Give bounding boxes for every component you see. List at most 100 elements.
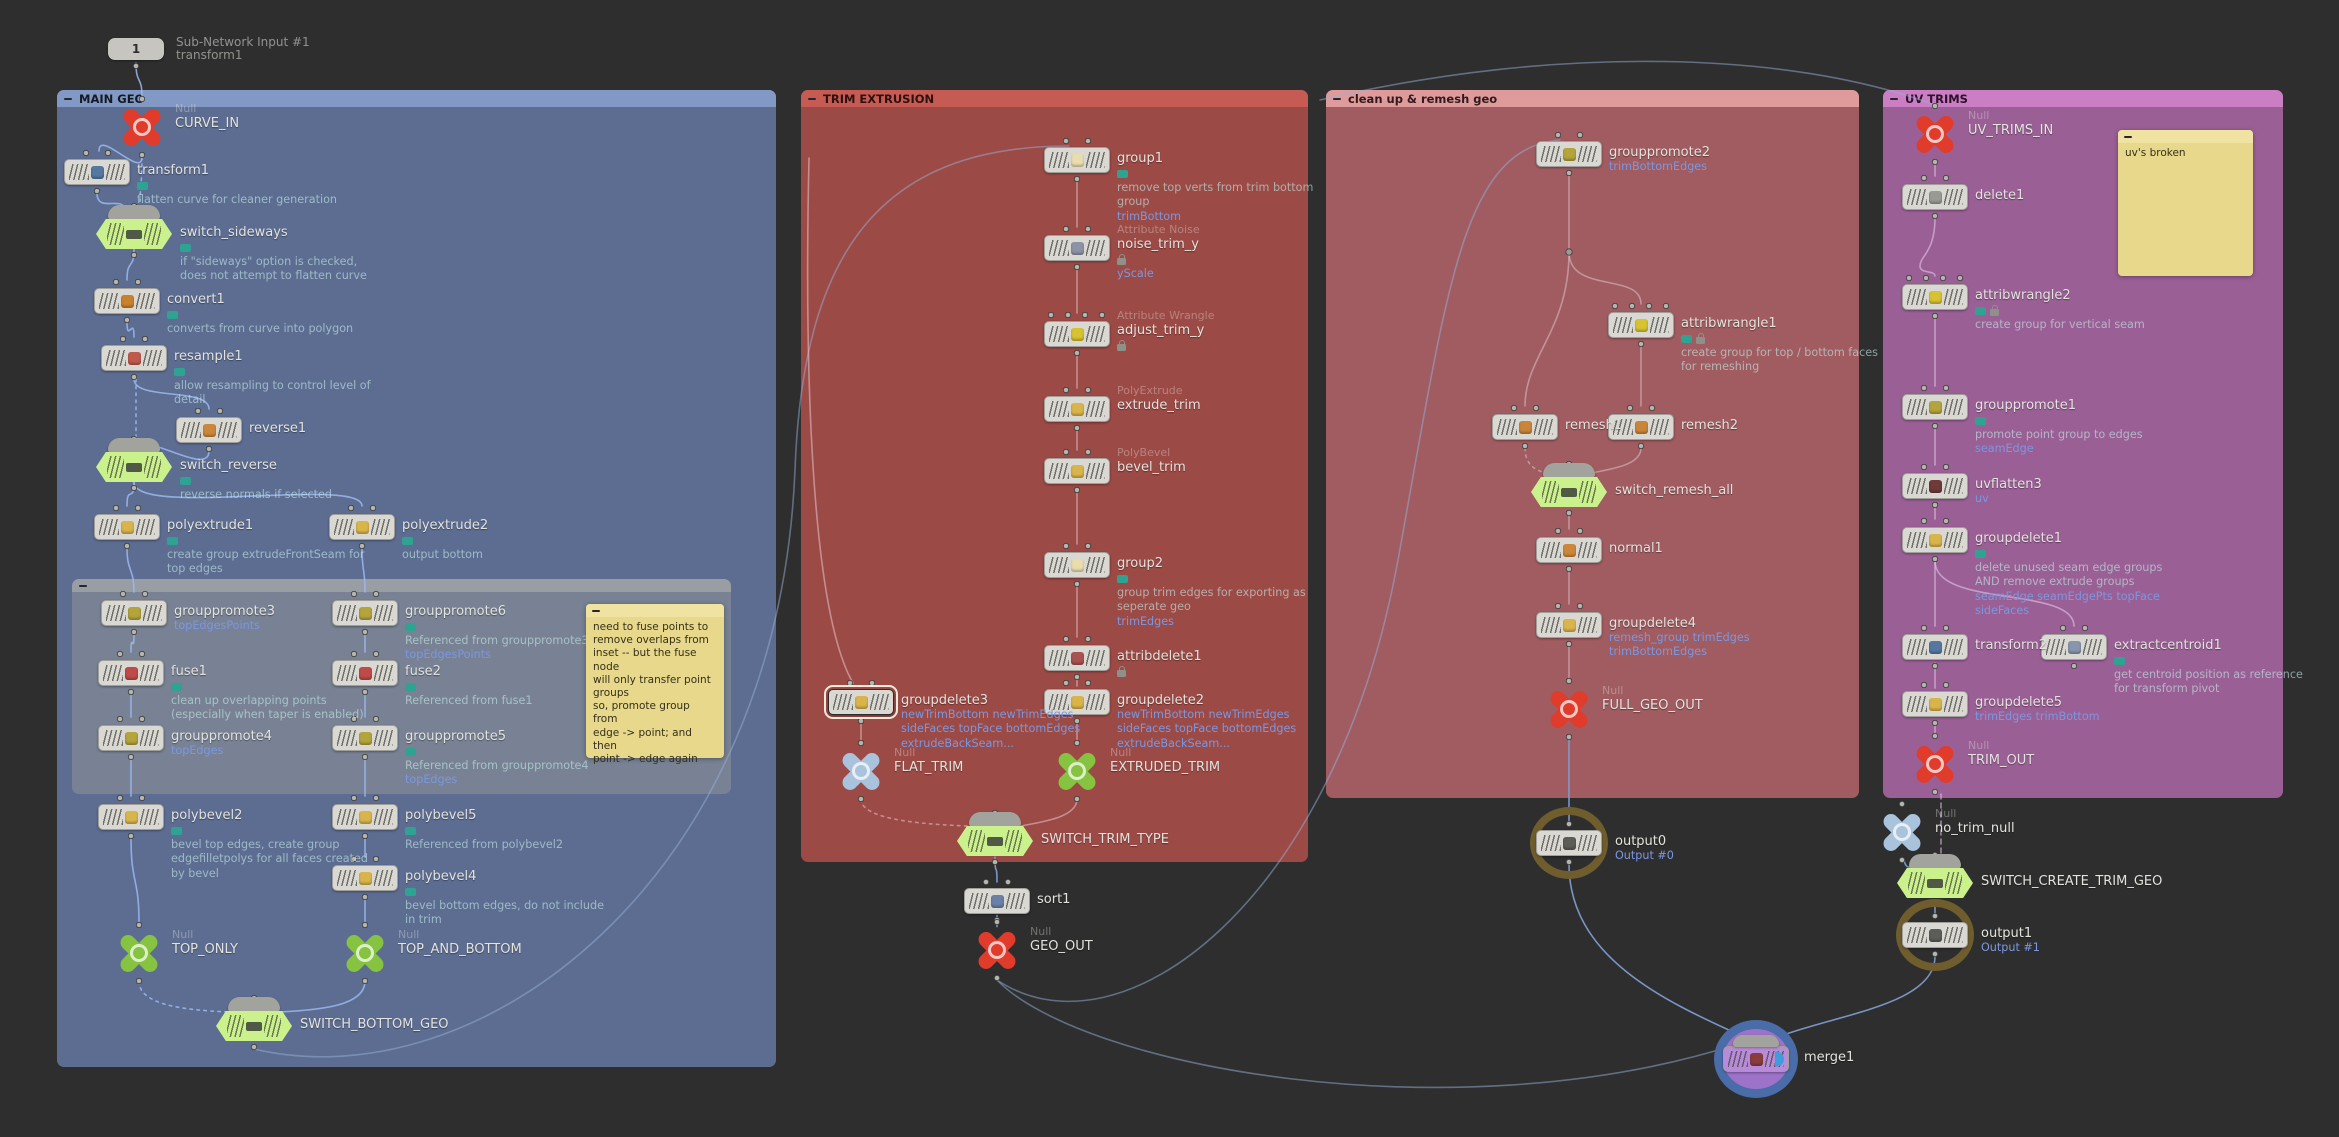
port-dot[interactable] <box>991 858 999 866</box>
port-dot[interactable] <box>1637 442 1645 450</box>
node-output1[interactable] <box>1896 899 1974 971</box>
port-dot[interactable] <box>123 542 131 550</box>
port-dot[interactable] <box>130 628 138 636</box>
node-normal1[interactable] <box>1536 537 1602 563</box>
port-dot[interactable] <box>361 688 369 696</box>
port-dot[interactable] <box>1931 788 1939 796</box>
minimize-icon[interactable] <box>78 581 88 591</box>
port-dot[interactable] <box>1931 212 1939 220</box>
port-dot[interactable] <box>1931 158 1939 166</box>
port-dot[interactable] <box>135 921 143 929</box>
port-dot[interactable] <box>1920 384 1928 392</box>
port-dot[interactable] <box>1576 527 1584 535</box>
port-dot[interactable] <box>138 151 146 159</box>
node-transform1[interactable] <box>64 159 130 185</box>
port-dot[interactable] <box>372 794 380 802</box>
node-grouppromote1[interactable] <box>1902 394 1968 420</box>
node-TOP_ONLY[interactable] <box>116 931 162 975</box>
node-attribwrangle2[interactable] <box>1902 284 1968 310</box>
node-SWITCH_BOTTOM_GEO[interactable] <box>216 997 292 1041</box>
port-dot[interactable] <box>130 484 138 492</box>
node-group1[interactable] <box>1044 147 1110 173</box>
port-dot[interactable] <box>1081 311 1089 319</box>
port-dot[interactable] <box>1956 274 1964 282</box>
node-polybevel5[interactable] <box>332 804 398 830</box>
minimize-icon[interactable] <box>591 606 601 616</box>
port-dot[interactable] <box>127 688 135 696</box>
port-dot[interactable] <box>1942 681 1950 689</box>
port-dot[interactable] <box>1611 302 1619 310</box>
node-sort1[interactable] <box>964 888 1030 914</box>
minimize-icon[interactable] <box>1889 94 1899 104</box>
minimize-icon[interactable] <box>1332 94 1342 104</box>
port-dot[interactable] <box>1565 640 1573 648</box>
port-dot[interactable] <box>1073 739 1081 747</box>
port-dot[interactable] <box>1073 486 1081 494</box>
port-dot[interactable] <box>130 373 138 381</box>
port-dot[interactable] <box>1931 662 1939 670</box>
port-dot[interactable] <box>993 918 1001 926</box>
node-switch_reverse[interactable] <box>96 438 172 482</box>
node-remesh2[interactable] <box>1608 414 1674 440</box>
port-dot[interactable] <box>1098 311 1106 319</box>
port-dot[interactable] <box>1084 137 1092 145</box>
port-dot[interactable] <box>127 832 135 840</box>
port-dot[interactable] <box>1554 131 1562 139</box>
port-dot[interactable] <box>1521 442 1529 450</box>
port-dot[interactable] <box>2081 624 2089 632</box>
port-dot[interactable] <box>1939 274 1947 282</box>
port-dot[interactable] <box>1084 225 1092 233</box>
port-dot[interactable] <box>1084 542 1092 550</box>
port-dot[interactable] <box>135 977 143 985</box>
node-noise_trim_y[interactable] <box>1044 235 1110 261</box>
port-dot[interactable] <box>1062 386 1070 394</box>
port-dot[interactable] <box>372 855 380 863</box>
port-dot[interactable] <box>138 650 146 658</box>
port-dot[interactable] <box>116 794 124 802</box>
port-dot[interactable] <box>350 855 358 863</box>
port-dot[interactable] <box>1576 131 1584 139</box>
port-dot[interactable] <box>1920 463 1928 471</box>
port-dot[interactable] <box>134 278 142 286</box>
node-fuse1[interactable] <box>98 660 164 686</box>
node-groupdelete2[interactable] <box>1044 689 1110 715</box>
port-dot[interactable] <box>361 893 369 901</box>
node-transform2[interactable] <box>1902 634 1968 660</box>
port-dot[interactable] <box>112 278 120 286</box>
port-dot[interactable] <box>1073 175 1081 183</box>
port-dot[interactable] <box>993 974 1001 982</box>
node-attribdelete1[interactable] <box>1044 645 1110 671</box>
network-box-header-fuse-group[interactable] <box>72 579 731 592</box>
node-TOP_AND_BOTTOM[interactable] <box>342 931 388 975</box>
node-delete1[interactable] <box>1902 184 1968 210</box>
node-group2[interactable] <box>1044 552 1110 578</box>
port-dot[interactable] <box>1565 565 1573 573</box>
sticky-note-fuse-note[interactable]: need to fuse points to remove overlaps f… <box>586 604 724 765</box>
port-dot[interactable] <box>857 739 865 747</box>
port-dot[interactable] <box>1920 174 1928 182</box>
port-dot[interactable] <box>1073 580 1081 588</box>
node-CURVE_IN[interactable] <box>119 105 165 149</box>
port-dot[interactable] <box>138 715 146 723</box>
port-dot[interactable] <box>2070 662 2078 670</box>
port-dot[interactable] <box>372 650 380 658</box>
port-dot[interactable] <box>1645 302 1653 310</box>
port-dot[interactable] <box>1047 311 1055 319</box>
port-dot[interactable] <box>1931 422 1939 430</box>
port-dot[interactable] <box>1565 509 1573 517</box>
port-dot[interactable] <box>1920 681 1928 689</box>
port-dot[interactable] <box>361 832 369 840</box>
node-output0[interactable] <box>1530 807 1608 879</box>
port-dot[interactable] <box>1931 312 1939 320</box>
port-dot[interactable] <box>82 149 90 157</box>
port-dot[interactable] <box>1898 800 1906 808</box>
port-dot[interactable] <box>1922 274 1930 282</box>
port-dot[interactable] <box>112 504 120 512</box>
port-dot[interactable] <box>1073 349 1081 357</box>
port-dot[interactable] <box>1004 878 1012 886</box>
port-dot[interactable] <box>104 149 112 157</box>
minimize-icon[interactable] <box>2123 132 2133 142</box>
port-dot[interactable] <box>1554 527 1562 535</box>
port-dot[interactable] <box>1931 732 1939 740</box>
port-dot[interactable] <box>1062 635 1070 643</box>
